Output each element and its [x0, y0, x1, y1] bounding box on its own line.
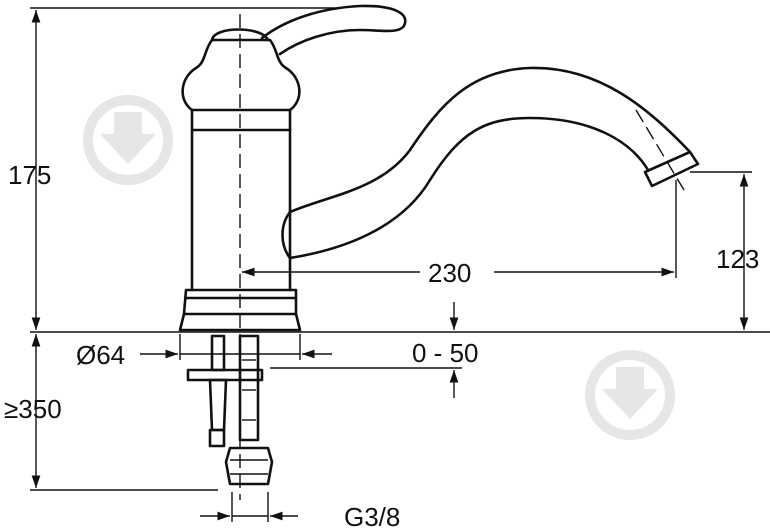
dim-label-175: 175: [8, 160, 51, 190]
dim-spout-reach: 230: [242, 180, 677, 288]
watermark-logo-right: [585, 350, 675, 440]
dim-label-diameter: Ø64: [76, 340, 125, 370]
watermark-logo-left: [83, 95, 173, 185]
dim-spout-height: 123: [690, 171, 759, 330]
dim-deck-thickness: 0 - 50: [270, 302, 479, 398]
dim-label-thread: G3/8: [344, 502, 400, 530]
dim-label-hose: ≥350: [4, 394, 62, 424]
under-deck-fittings: [186, 334, 274, 486]
dim-height-total: 175: [8, 7, 335, 330]
dim-label-123: 123: [716, 244, 759, 274]
faucet-body: [178, 4, 407, 332]
dim-label-230: 230: [428, 258, 471, 288]
dim-label-deck: 0 - 50: [412, 338, 479, 368]
dim-hose-length: ≥350: [4, 334, 218, 491]
aerator-centerline: [635, 109, 685, 191]
dim-connection-thread: G3/8: [200, 492, 400, 530]
dim-base-diameter: Ø64: [76, 334, 332, 370]
faucet-spout: [281, 66, 700, 260]
